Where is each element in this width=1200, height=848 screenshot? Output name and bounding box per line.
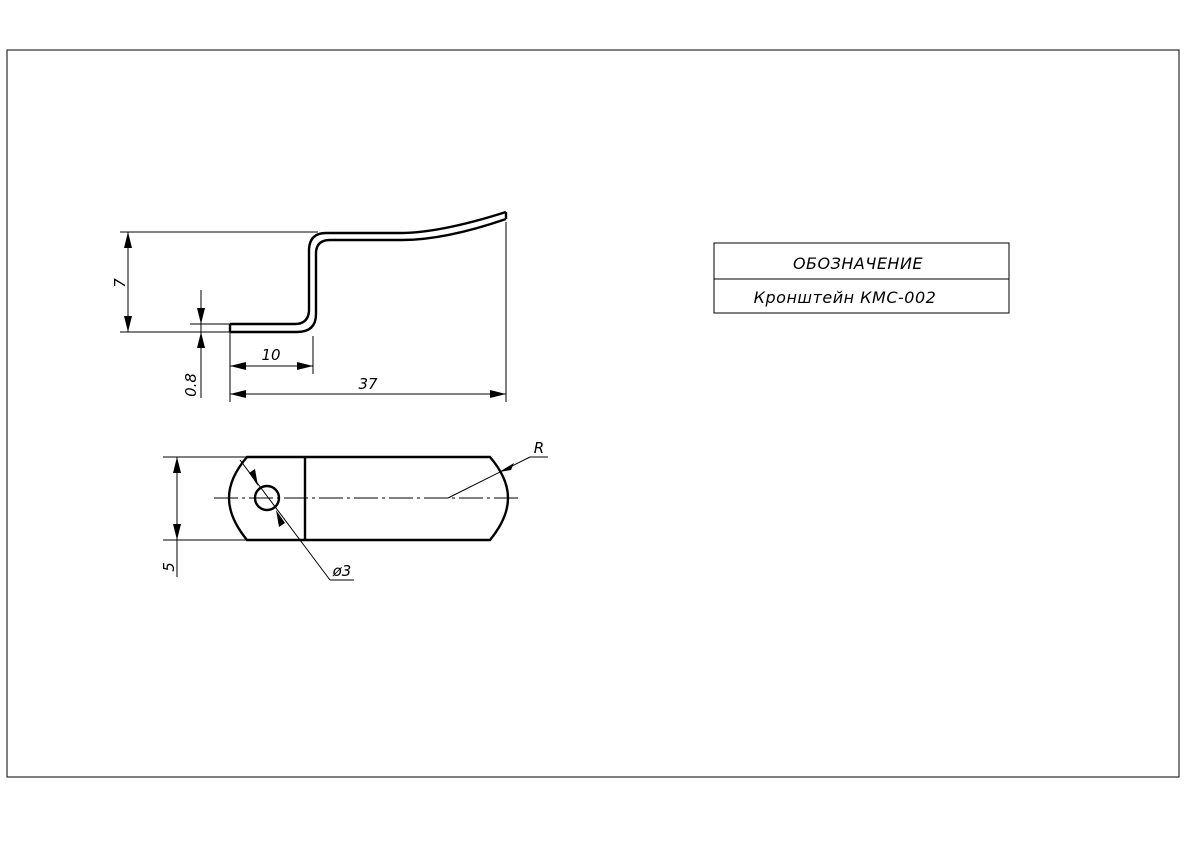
dim-width-label: 5 xyxy=(160,562,178,572)
title-block-header: ОБОЗНАЧЕНИЕ xyxy=(793,254,923,273)
arrow-width-top xyxy=(173,457,181,473)
arrow-hole-upper xyxy=(249,469,258,486)
dim-hole-label: ø3 xyxy=(332,562,352,580)
arrow-thickness-bottom xyxy=(197,332,205,348)
arrow-height-top xyxy=(124,232,132,248)
side-view: 7 0.8 10 37 xyxy=(111,210,508,402)
plate-outline xyxy=(227,455,510,542)
dim-total-label: 37 xyxy=(358,375,378,393)
arrow-width-bottom xyxy=(173,524,181,540)
arrow-radius xyxy=(499,463,514,472)
title-block-frame xyxy=(713,242,1010,314)
arrow-total-right xyxy=(490,390,506,398)
arrow-flat-left xyxy=(230,362,246,370)
arrow-flat-right xyxy=(297,362,313,370)
arrow-height-bottom xyxy=(124,316,132,332)
arrow-hole-lower xyxy=(276,510,285,527)
bracket-profile-outer xyxy=(230,210,507,326)
title-block: ОБОЗНАЧЕНИЕ Кронштейн КМС-002 xyxy=(713,242,1010,314)
top-view: 5 ø3 R xyxy=(160,439,548,581)
title-block-part-name: Кронштейн КМС-002 xyxy=(754,288,937,307)
dim-thickness-label: 0.8 xyxy=(182,373,200,397)
dim-height-label: 7 xyxy=(111,278,129,288)
sheet-frame xyxy=(6,49,1180,778)
dim-radius-label: R xyxy=(534,439,544,457)
leader-radius xyxy=(447,456,531,499)
bracket-profile-inner xyxy=(230,217,507,334)
arrow-thickness-top xyxy=(197,308,205,324)
dim-flat-label: 10 xyxy=(261,346,280,364)
arrow-total-left xyxy=(230,390,246,398)
